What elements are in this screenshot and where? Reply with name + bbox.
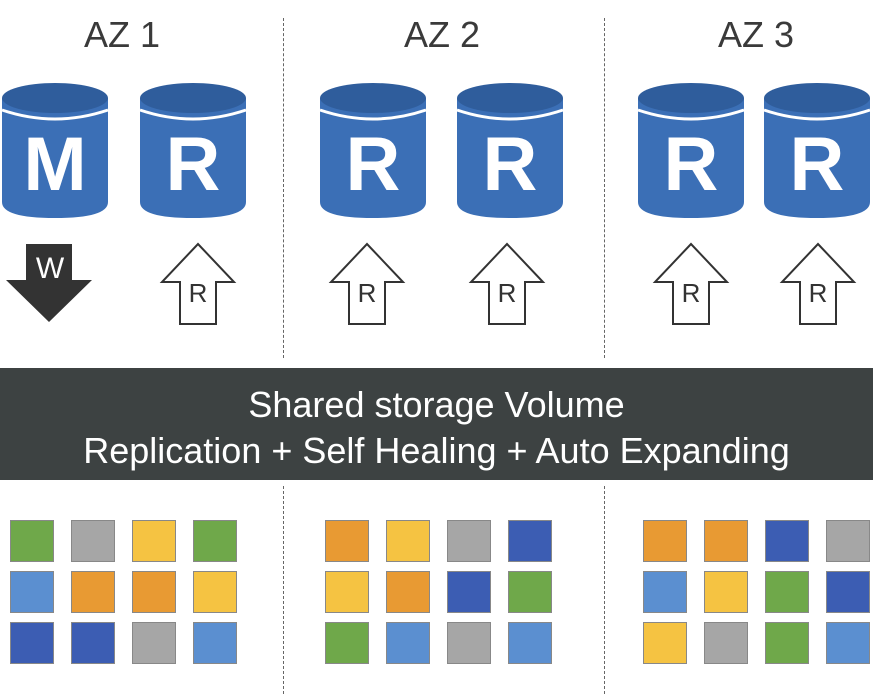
- storage-block: [193, 571, 237, 613]
- storage-block: [765, 571, 809, 613]
- storage-block: [132, 622, 176, 664]
- arrow-label: R: [808, 278, 828, 308]
- az-divider-2: [604, 18, 605, 358]
- az-3-title: AZ 3: [717, 14, 795, 55]
- storage-block: [508, 571, 552, 613]
- database-letter: R: [663, 122, 719, 207]
- storage-block: [643, 571, 687, 613]
- storage-block: [10, 520, 54, 562]
- replica-database-icon: R: [138, 80, 248, 220]
- replica-database-icon: R: [455, 80, 565, 220]
- read-arrow-up-icon: R: [778, 240, 858, 326]
- storage-block: [643, 622, 687, 664]
- az-divider-2-bottom: [604, 486, 605, 694]
- read-arrow-up-icon: R: [327, 240, 407, 326]
- read-arrow-up-icon: R: [158, 240, 238, 326]
- arrow-label: R: [357, 278, 377, 308]
- storage-block: [765, 622, 809, 664]
- replica-database-icon: R: [318, 80, 428, 220]
- storage-block: [10, 571, 54, 613]
- read-arrow-up-icon: R: [651, 240, 731, 326]
- az-divider-1-bottom: [283, 486, 284, 694]
- storage-block: [508, 622, 552, 664]
- storage-block: [704, 520, 748, 562]
- storage-block: [447, 520, 491, 562]
- storage-block: [386, 622, 430, 664]
- az-divider-1: [283, 18, 284, 358]
- master-database-icon: M: [0, 80, 110, 220]
- database-letter: R: [165, 122, 221, 207]
- banner-subtitle: Replication + Self Healing + Auto Expand…: [83, 430, 790, 471]
- storage-block: [386, 571, 430, 613]
- az-1-title: AZ 1: [83, 14, 161, 55]
- storage-block: [10, 622, 54, 664]
- arrow-label: R: [497, 278, 517, 308]
- arrow-label: R: [188, 278, 208, 308]
- storage-block: [704, 622, 748, 664]
- storage-block: [325, 520, 369, 562]
- storage-block: [193, 622, 237, 664]
- az-2-title: AZ 2: [403, 14, 481, 55]
- replica-database-icon: R: [636, 80, 746, 220]
- storage-block: [71, 622, 115, 664]
- storage-block: [765, 520, 809, 562]
- database-letter: R: [482, 122, 538, 207]
- shared-storage-banner: Shared storage Volume Replication + Self…: [0, 368, 873, 480]
- database-letter: R: [345, 122, 401, 207]
- storage-block: [826, 571, 870, 613]
- storage-block: [325, 622, 369, 664]
- storage-block: [386, 520, 430, 562]
- storage-block: [704, 571, 748, 613]
- database-letter: M: [23, 122, 87, 207]
- storage-block: [447, 571, 491, 613]
- storage-block: [132, 520, 176, 562]
- storage-block: [826, 622, 870, 664]
- storage-block: [447, 622, 491, 664]
- storage-block: [508, 520, 552, 562]
- storage-block: [71, 520, 115, 562]
- storage-block: [826, 520, 870, 562]
- banner-title: Shared storage Volume: [248, 384, 625, 425]
- storage-block: [71, 571, 115, 613]
- storage-block: [643, 520, 687, 562]
- database-letter: R: [789, 122, 845, 207]
- storage-block: [132, 571, 176, 613]
- arrow-label: R: [681, 278, 701, 308]
- write-arrow-down-icon: W: [6, 240, 92, 326]
- storage-block: [193, 520, 237, 562]
- read-arrow-up-icon: R: [467, 240, 547, 326]
- replica-database-icon: R: [762, 80, 872, 220]
- arrow-label: W: [35, 252, 65, 285]
- storage-block: [325, 571, 369, 613]
